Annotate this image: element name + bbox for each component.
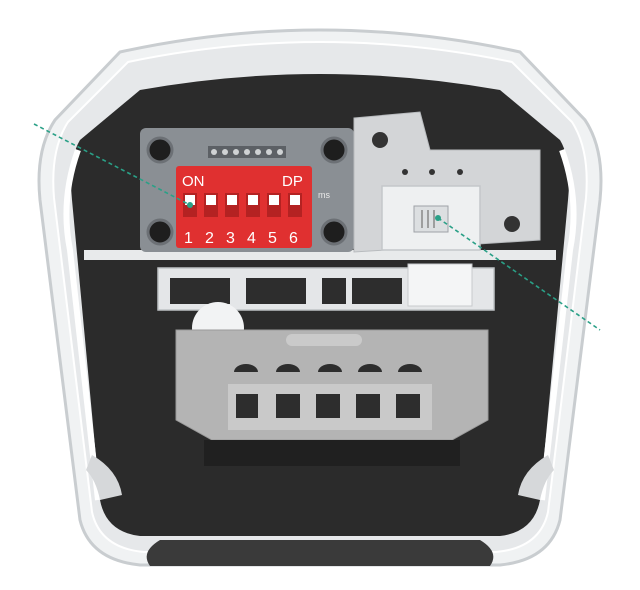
bracket-hole-1 xyxy=(372,132,388,148)
separator-rail xyxy=(84,250,556,260)
dip-on-label: ON xyxy=(182,173,205,190)
terminal-screw-5 xyxy=(398,364,422,372)
terminal-screw-3 xyxy=(318,364,342,372)
dip-toggle-5[interactable] xyxy=(267,193,281,217)
bracket-screw-3 xyxy=(457,169,463,175)
side-clip-left xyxy=(86,455,122,500)
terminal-slot-3 xyxy=(316,394,340,418)
callout-line-dip xyxy=(33,123,191,206)
terminal-slot-4 xyxy=(356,394,380,418)
dip-switch-body xyxy=(176,166,312,248)
dip-side-mark: ms xyxy=(318,190,330,200)
terminal-slot-2 xyxy=(276,394,300,418)
dip-switch-module: ON DP ms 1 2 3 4 5 xyxy=(140,128,354,252)
dip-dp-label: DP xyxy=(282,173,303,190)
dip-position-3: 3 xyxy=(226,230,235,247)
slide-switch[interactable] xyxy=(381,185,481,251)
bracket-hole-2 xyxy=(504,216,520,232)
dip-position-2: 2 xyxy=(205,230,214,247)
terminal-screw-1 xyxy=(234,364,258,372)
bracket-screw-2 xyxy=(429,169,435,175)
pcb-hole-bl xyxy=(146,218,174,246)
pcb-hole-br xyxy=(320,218,348,246)
dip-position-1: 1 xyxy=(184,230,193,247)
shell-left-edge xyxy=(63,148,101,501)
dip-position-6: 6 xyxy=(289,230,298,247)
dip-toggle-6[interactable] xyxy=(288,193,302,217)
terminal-screw-2 xyxy=(276,364,300,372)
terminal-base xyxy=(204,440,460,466)
dip-position-4: 4 xyxy=(247,230,256,247)
housing-foot xyxy=(146,540,494,566)
pcb-hole-tl xyxy=(146,136,174,164)
callout-line-slide xyxy=(437,217,601,331)
terminal-screw-4 xyxy=(358,364,382,372)
dip-position-5: 5 xyxy=(268,230,277,247)
side-clip-right xyxy=(518,455,554,500)
terminal-slot-1 xyxy=(236,394,258,418)
callout-dot-slide xyxy=(435,215,441,221)
clamp-white-block xyxy=(407,263,473,307)
callout-dot-dip xyxy=(187,202,193,208)
shell-right-edge xyxy=(539,148,577,501)
terminal-block xyxy=(175,329,489,441)
terminal-slot-5 xyxy=(396,394,420,418)
bracket-screw-1 xyxy=(402,169,408,175)
dip-toggle-2[interactable] xyxy=(204,193,218,217)
dip-toggle-3[interactable] xyxy=(225,193,239,217)
pcb-hole-tr xyxy=(320,136,348,164)
dip-toggle-4[interactable] xyxy=(246,193,260,217)
cable-clamp xyxy=(157,263,495,311)
pin-header xyxy=(208,146,286,158)
